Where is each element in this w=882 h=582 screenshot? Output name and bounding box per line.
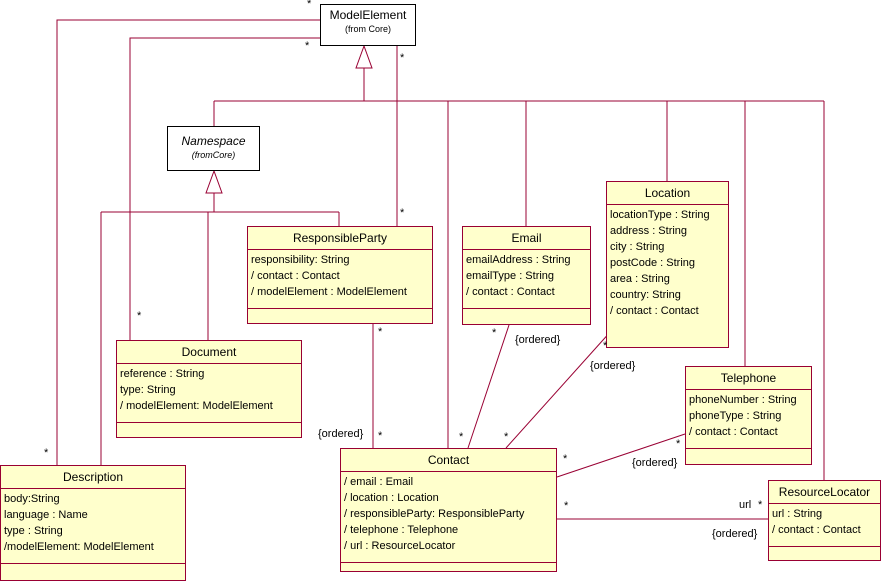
assoc-location-contact <box>505 329 613 449</box>
attribute: / url : ResourceLocator <box>344 540 456 552</box>
attribute: phoneType : String <box>689 410 782 422</box>
email-class: Email emailAddress : String emailType : … <box>462 226 591 325</box>
email-name: Email <box>463 227 590 250</box>
attribute: / responsibleParty: ResponsibleParty <box>344 508 525 520</box>
attribute: country: String <box>610 289 681 301</box>
attribute: / telephone : Telephone <box>344 524 459 536</box>
attribute: postCode : String <box>610 257 695 269</box>
attribute: / contact : Contact <box>610 305 699 317</box>
modelelement-stereotype: (from Core) <box>344 24 391 34</box>
telephone-attributes: phoneNumber : String phoneType : String … <box>686 390 811 449</box>
description-attributes: body:String language : Name type : Strin… <box>1 489 185 564</box>
assoc-email-contact <box>467 324 510 449</box>
multiplicity-label: * <box>676 438 681 450</box>
attribute: area : String <box>610 273 670 285</box>
gen-arrowhead-namespace <box>205 169 223 194</box>
attribute: / modelElement: ModelElement <box>120 400 273 412</box>
contact-attributes: / email : Email / location : Location / … <box>341 472 556 563</box>
namespace-class: Namespace (fromCore) <box>167 126 260 171</box>
ordered-label: {ordered} <box>632 457 678 469</box>
multiplicity-label: * <box>378 326 383 338</box>
ordered-label: {ordered} <box>318 428 364 440</box>
attribute: body:String <box>4 493 60 505</box>
multiplicity-label: * <box>563 453 568 465</box>
attribute: / contact : Contact <box>251 270 340 282</box>
attribute: locationType : String <box>610 209 710 221</box>
attribute: / contact : Contact <box>466 286 555 298</box>
attribute: reference : String <box>120 368 205 380</box>
multiplicity-label: * <box>603 340 608 352</box>
ordered-label: {ordered} <box>515 334 561 346</box>
multiplicity-label: * <box>564 500 569 512</box>
namespace-stereotype: (fromCore) <box>191 150 236 160</box>
attribute: city : String <box>610 241 665 253</box>
description-name: Description <box>1 466 185 489</box>
attribute: responsibility: String <box>251 254 350 266</box>
telephone-class: Telephone phoneNumber : String phoneType… <box>685 366 812 465</box>
resourcelocator-class: ResourceLocator url : String / contact :… <box>768 480 881 561</box>
responsibleparty-class: ResponsibleParty responsibility: String … <box>247 226 433 324</box>
location-class: Location locationType : String address :… <box>606 181 729 348</box>
attribute: emailAddress : String <box>466 254 571 266</box>
location-name: Location <box>607 182 728 205</box>
attribute: / modelElement : ModelElement <box>251 286 407 298</box>
document-name: Document <box>117 341 301 364</box>
multiplicity-label: * <box>305 40 310 52</box>
attribute: / contact : Contact <box>689 426 778 438</box>
document-class: Document reference : String type: String… <box>116 340 302 438</box>
assoc-description-modelelement <box>56 19 320 465</box>
multiplicity-label: * <box>44 447 49 459</box>
role-label-url: url <box>739 499 752 511</box>
telephone-name: Telephone <box>686 367 811 390</box>
resourcelocator-name: ResourceLocator <box>769 481 880 504</box>
namespace-name: Namespace <box>181 134 246 148</box>
multiplicity-label: * <box>378 430 383 442</box>
modelelement-name: ModelElement <box>329 8 407 22</box>
attribute: emailType : String <box>466 270 555 282</box>
multiplicity-label: * <box>758 499 763 511</box>
resourcelocator-attributes: url : String / contact : Contact <box>769 504 880 547</box>
modelelement-class: ModelElement (from Core) <box>320 4 416 46</box>
responsibleparty-name: ResponsibleParty <box>248 227 432 250</box>
multiplicity-label: * <box>400 207 405 219</box>
attribute: / location : Location <box>344 492 439 504</box>
contact-class: Contact / email : Email / location : Loc… <box>340 448 557 572</box>
multiplicity-label: * <box>400 52 405 64</box>
attribute: address : String <box>610 225 688 237</box>
location-attributes: locationType : String address : String c… <box>607 205 728 332</box>
multiplicity-label: * <box>504 431 509 443</box>
description-class: Description body:String language : Name … <box>0 465 186 581</box>
ordered-label: {ordered} <box>712 528 758 540</box>
contact-name: Contact <box>341 449 556 472</box>
assoc-telephone-contact <box>556 433 686 478</box>
multiplicity-label: * <box>137 310 142 322</box>
attribute: / contact : Contact <box>772 524 861 536</box>
multiplicity-label: * <box>492 327 497 339</box>
ordered-label: {ordered} <box>590 360 636 372</box>
document-attributes: reference : String type: String / modelE… <box>117 364 301 423</box>
attribute: url : String <box>772 508 823 520</box>
assoc-document-modelelement <box>129 37 320 340</box>
gen-arrowhead-modelelement <box>355 44 373 69</box>
attribute: language : Name <box>4 509 88 521</box>
attribute: /modelElement: ModelElement <box>4 541 154 553</box>
responsibleparty-attributes: responsibility: String / contact : Conta… <box>248 250 432 309</box>
multiplicity-label: * <box>307 0 312 10</box>
attribute: type: String <box>120 384 176 396</box>
attribute: type : String <box>4 525 63 537</box>
attribute: / email : Email <box>344 476 414 488</box>
multiplicity-label: * <box>459 431 464 443</box>
email-attributes: emailAddress : String emailType : String… <box>463 250 590 309</box>
attribute: phoneNumber : String <box>689 394 797 406</box>
